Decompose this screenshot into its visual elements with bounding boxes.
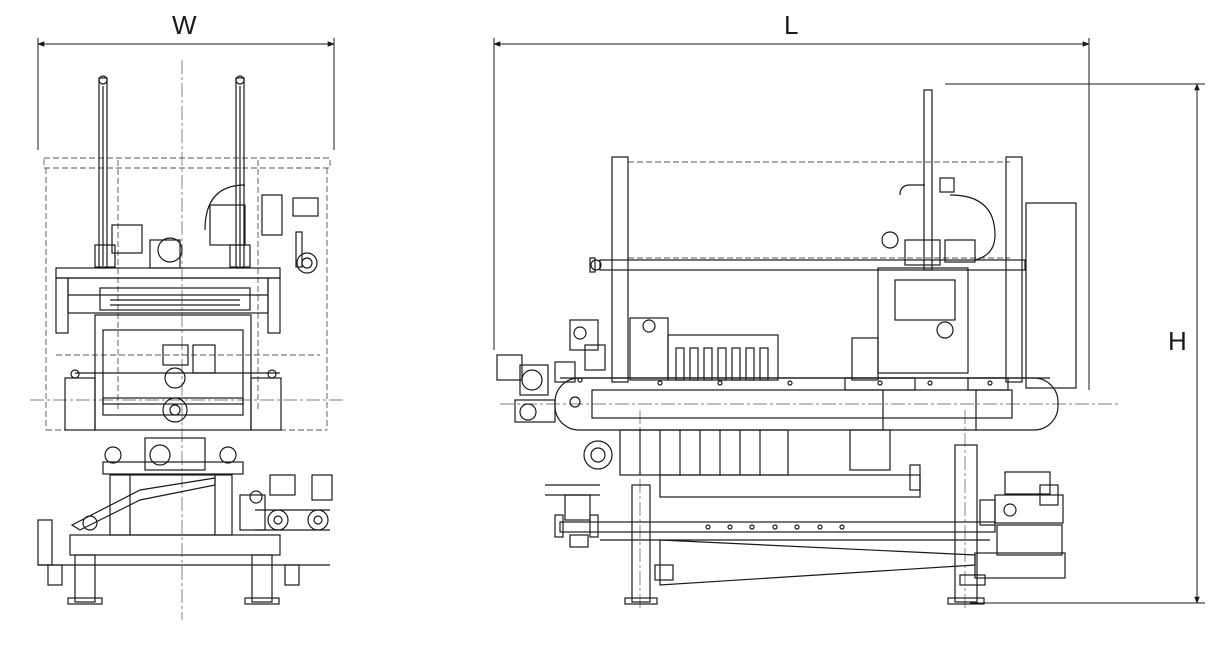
front-view [30, 60, 345, 620]
side-cylinder-assembly [877, 177, 1077, 389]
front-side-valves [249, 474, 333, 531]
side-left-valves [496, 319, 606, 423]
front-top-valves [94, 184, 319, 274]
width-label: W [172, 10, 197, 40]
side-posts [611, 89, 1023, 383]
height-dimension [945, 83, 1205, 604]
height-label: H [1168, 326, 1187, 356]
side-lower-plates [583, 429, 921, 498]
front-enclosure-hidden [43, 157, 331, 431]
side-view [496, 89, 1120, 610]
front-centre-valves [102, 344, 244, 475]
length-label: L [784, 10, 799, 40]
front-guide-rods [98, 75, 245, 269]
front-base [37, 474, 330, 605]
side-enclosure-hidden [628, 161, 1010, 259]
side-top-bar [589, 257, 1026, 273]
side-power-unit [959, 471, 1066, 586]
front-upper-beam [55, 267, 281, 334]
length-dimension [493, 38, 1090, 390]
front-column-frame [64, 314, 282, 431]
width-dimension [37, 38, 335, 150]
side-legs [600, 444, 990, 605]
side-piping [545, 484, 996, 548]
side-filter-plates [629, 317, 879, 381]
